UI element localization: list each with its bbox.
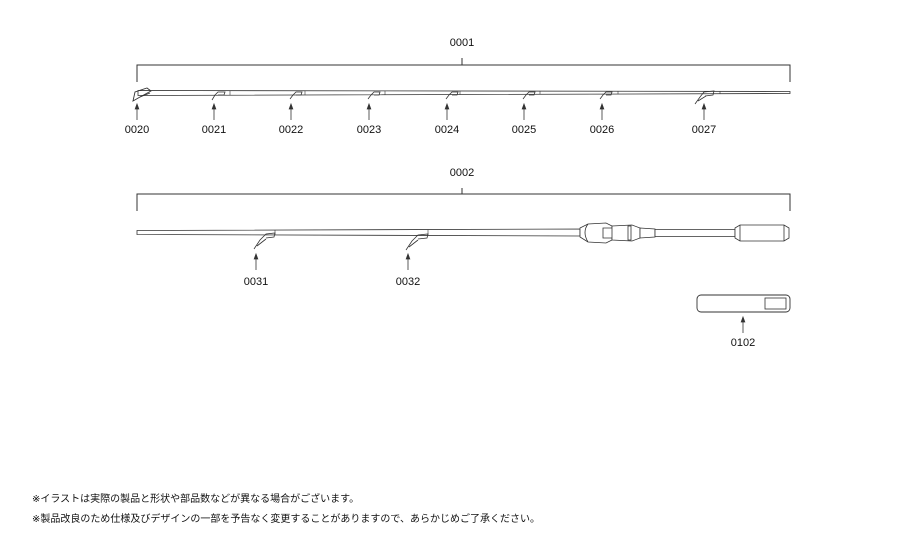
guide-icon	[253, 232, 276, 250]
part-label: 0022	[279, 124, 303, 136]
part-label: 0026	[590, 124, 614, 136]
note-spec-change-disclaimer: ※製品改良のため仕様及びデザインの一部を予告なく変更することがありますので、あら…	[32, 514, 540, 525]
guide-icon	[522, 91, 536, 100]
accessory: 0102	[696, 294, 791, 349]
lower-callout-arrows	[253, 252, 411, 270]
guide-icon	[599, 91, 613, 100]
accessory-callout-arrow	[740, 315, 746, 333]
part-label: 0032	[396, 276, 420, 288]
lower-section-label: 0002	[450, 167, 474, 179]
upper-part-labels: 0020 0021 0022 0023 0024 0025 0026 0027	[125, 124, 716, 136]
guide-icon	[445, 91, 459, 100]
lower-rod-blank	[136, 228, 581, 237]
part-label-tip-top: 0020	[125, 124, 149, 136]
part-label: 0025	[512, 124, 536, 136]
guide-icon	[211, 91, 226, 101]
upper-section: 0001	[125, 37, 791, 136]
rear-grip-icon	[734, 224, 790, 242]
disclaimer-notes: ※イラストは実際の製品と形状や部品数などが異なる場合がございます。 ※製品改良の…	[32, 490, 540, 530]
lower-section: 0002 0031	[136, 167, 791, 288]
part-label: 0027	[692, 124, 716, 136]
rod-band-tab	[764, 297, 787, 310]
note-illustration-disclaimer: ※イラストは実際の製品と形状や部品数などが異なる場合がございます。	[32, 494, 360, 505]
upper-section-label: 0001	[450, 37, 474, 49]
lower-guides	[253, 232, 429, 251]
upper-rod-blank	[137, 90, 791, 96]
lower-section-bracket	[136, 188, 791, 211]
upper-section-bracket	[136, 58, 791, 82]
guide-icon	[405, 233, 429, 251]
accessory-label: 0102	[731, 337, 755, 349]
tip-top-guide-icon	[132, 87, 152, 102]
part-label: 0023	[357, 124, 381, 136]
lower-part-labels: 0031 0032	[244, 276, 420, 288]
reel-seat-icon	[579, 222, 736, 244]
part-label: 0031	[244, 276, 268, 288]
upper-callout-arrows	[134, 102, 707, 120]
guide-icon	[367, 91, 381, 100]
upper-guides	[211, 90, 715, 105]
part-label: 0024	[435, 124, 459, 136]
guide-icon	[289, 91, 303, 100]
part-label: 0021	[202, 124, 226, 136]
guide-icon	[694, 90, 715, 105]
